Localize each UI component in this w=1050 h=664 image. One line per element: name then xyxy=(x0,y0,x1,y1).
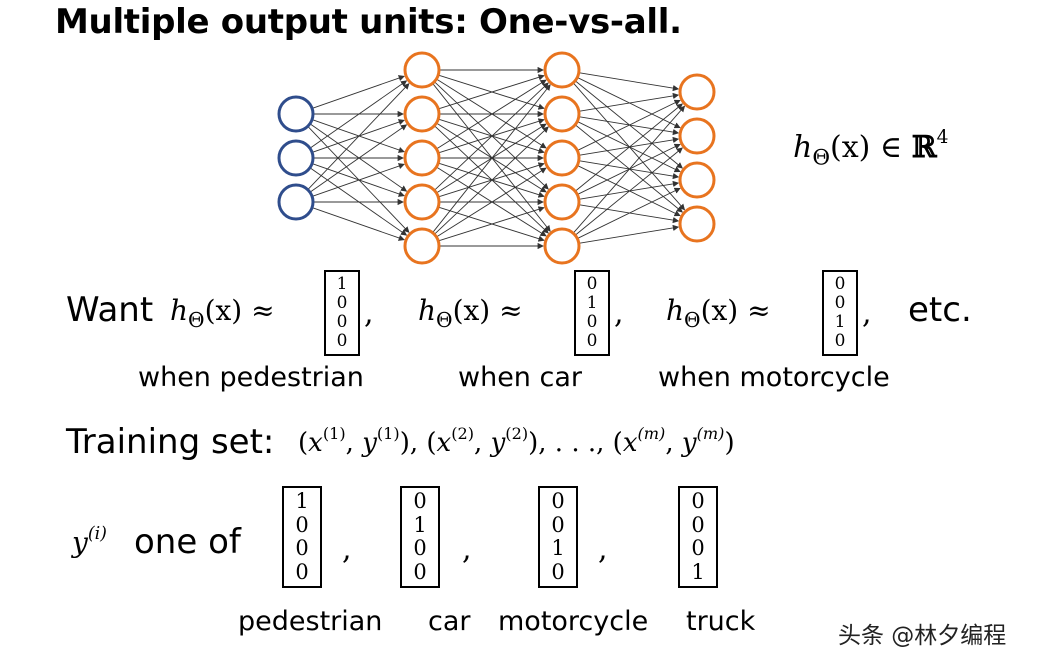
caption-when-pedestrian: when pedestrian xyxy=(138,362,364,393)
caption-pedestrian: pedestrian xyxy=(238,606,383,637)
slide-title: Multiple output units: One-vs-all. xyxy=(55,2,682,42)
network-edge xyxy=(572,105,686,234)
want-label: Want xyxy=(66,290,154,330)
network-edge xyxy=(436,79,547,150)
network-edge xyxy=(578,116,680,136)
network-node-layer2-unit5 xyxy=(403,227,441,265)
network-node-layer1-unit2 xyxy=(277,139,315,177)
network-edge xyxy=(438,206,545,242)
network-edge xyxy=(438,162,545,198)
caption-motorcycle: motorcycle xyxy=(498,606,649,637)
network-edge xyxy=(436,78,547,149)
network-node-layer2-unit2 xyxy=(403,95,441,133)
network-edge xyxy=(307,83,410,191)
network-edge xyxy=(311,119,405,153)
network-edge xyxy=(578,72,680,92)
network-node-layer3-unit2 xyxy=(543,95,581,133)
network-edge xyxy=(311,75,405,109)
want-hypothesis-2: hΘ(x) ≈ xyxy=(418,294,523,333)
caption-car: car xyxy=(428,606,471,637)
network-edge xyxy=(577,187,681,239)
network-edge xyxy=(574,103,683,192)
network-edge xyxy=(309,123,408,192)
network-edge xyxy=(311,163,405,197)
network-node-layer3-unit1 xyxy=(543,51,581,89)
network-edge xyxy=(574,147,683,236)
comma: , xyxy=(862,296,872,331)
network-edge xyxy=(311,207,405,241)
network-edge xyxy=(432,84,551,233)
network-node-layer4-unit2 xyxy=(678,117,716,155)
network-edge xyxy=(309,124,408,193)
network-edge xyxy=(578,160,680,180)
comma: , xyxy=(364,296,374,331)
network-node-layer4-unit3 xyxy=(678,161,716,199)
caption-when-motorcycle: when motorcycle xyxy=(658,362,890,393)
network-edge xyxy=(438,118,545,154)
comma: , xyxy=(342,532,352,567)
training-set-label: Training set: xyxy=(66,422,275,462)
want-hypothesis-3: hΘ(x) ≈ xyxy=(666,294,771,333)
network-node-layer2-unit1 xyxy=(403,51,441,89)
network-edge xyxy=(577,77,681,129)
caption-truck: truck xyxy=(686,606,756,637)
network-edge xyxy=(311,119,405,153)
network-edge xyxy=(578,136,680,156)
comma: , xyxy=(598,532,608,567)
want-hypothesis-1: hΘ(x) ≈ xyxy=(170,294,275,333)
network-node-layer3-unit3 xyxy=(543,139,581,177)
network-edge xyxy=(309,80,408,149)
network-node-layer2-unit3 xyxy=(403,139,441,177)
network-edge xyxy=(434,126,549,235)
comma: , xyxy=(462,532,472,567)
neural-network-diagram xyxy=(277,51,716,265)
caption-when-car: when car xyxy=(458,362,582,393)
network-edge xyxy=(574,124,683,213)
training-set-formula: (x(1), y(1)), (x(2), y(2)), . . ., (x(m)… xyxy=(298,423,735,458)
network-edge xyxy=(309,167,408,236)
network-node-layer2-unit4 xyxy=(403,183,441,221)
network-edge xyxy=(574,80,683,169)
network-edge xyxy=(307,125,410,233)
one-of-label: one of xyxy=(134,522,241,562)
network-node-layer1-unit3 xyxy=(277,183,315,221)
network-node-layer1-unit1 xyxy=(277,95,315,133)
target-variable: y(i) xyxy=(72,523,107,559)
network-edge xyxy=(578,92,680,112)
network-edge xyxy=(438,74,545,110)
network-node-layer4-unit4 xyxy=(678,205,716,243)
network-node-layer3-unit5 xyxy=(543,227,581,265)
comma: , xyxy=(614,296,624,331)
network-edge xyxy=(578,180,680,200)
network-edge xyxy=(434,82,549,191)
watermark: 头条 @林夕编程 xyxy=(838,623,1007,649)
network-edge xyxy=(436,166,547,237)
network-node-layer4-unit1 xyxy=(678,73,716,111)
network-edge xyxy=(578,224,680,244)
network-edge xyxy=(436,122,547,193)
network-edge xyxy=(438,74,545,110)
network-edge xyxy=(577,99,681,151)
hypothesis-output-space: hΘ(x) ∈ ℝ4 xyxy=(793,127,949,171)
etc-label: etc. xyxy=(908,290,972,330)
network-edge xyxy=(577,165,681,217)
network-node-layer3-unit4 xyxy=(543,183,581,221)
network-edge xyxy=(436,167,547,238)
network-edge xyxy=(438,206,545,242)
